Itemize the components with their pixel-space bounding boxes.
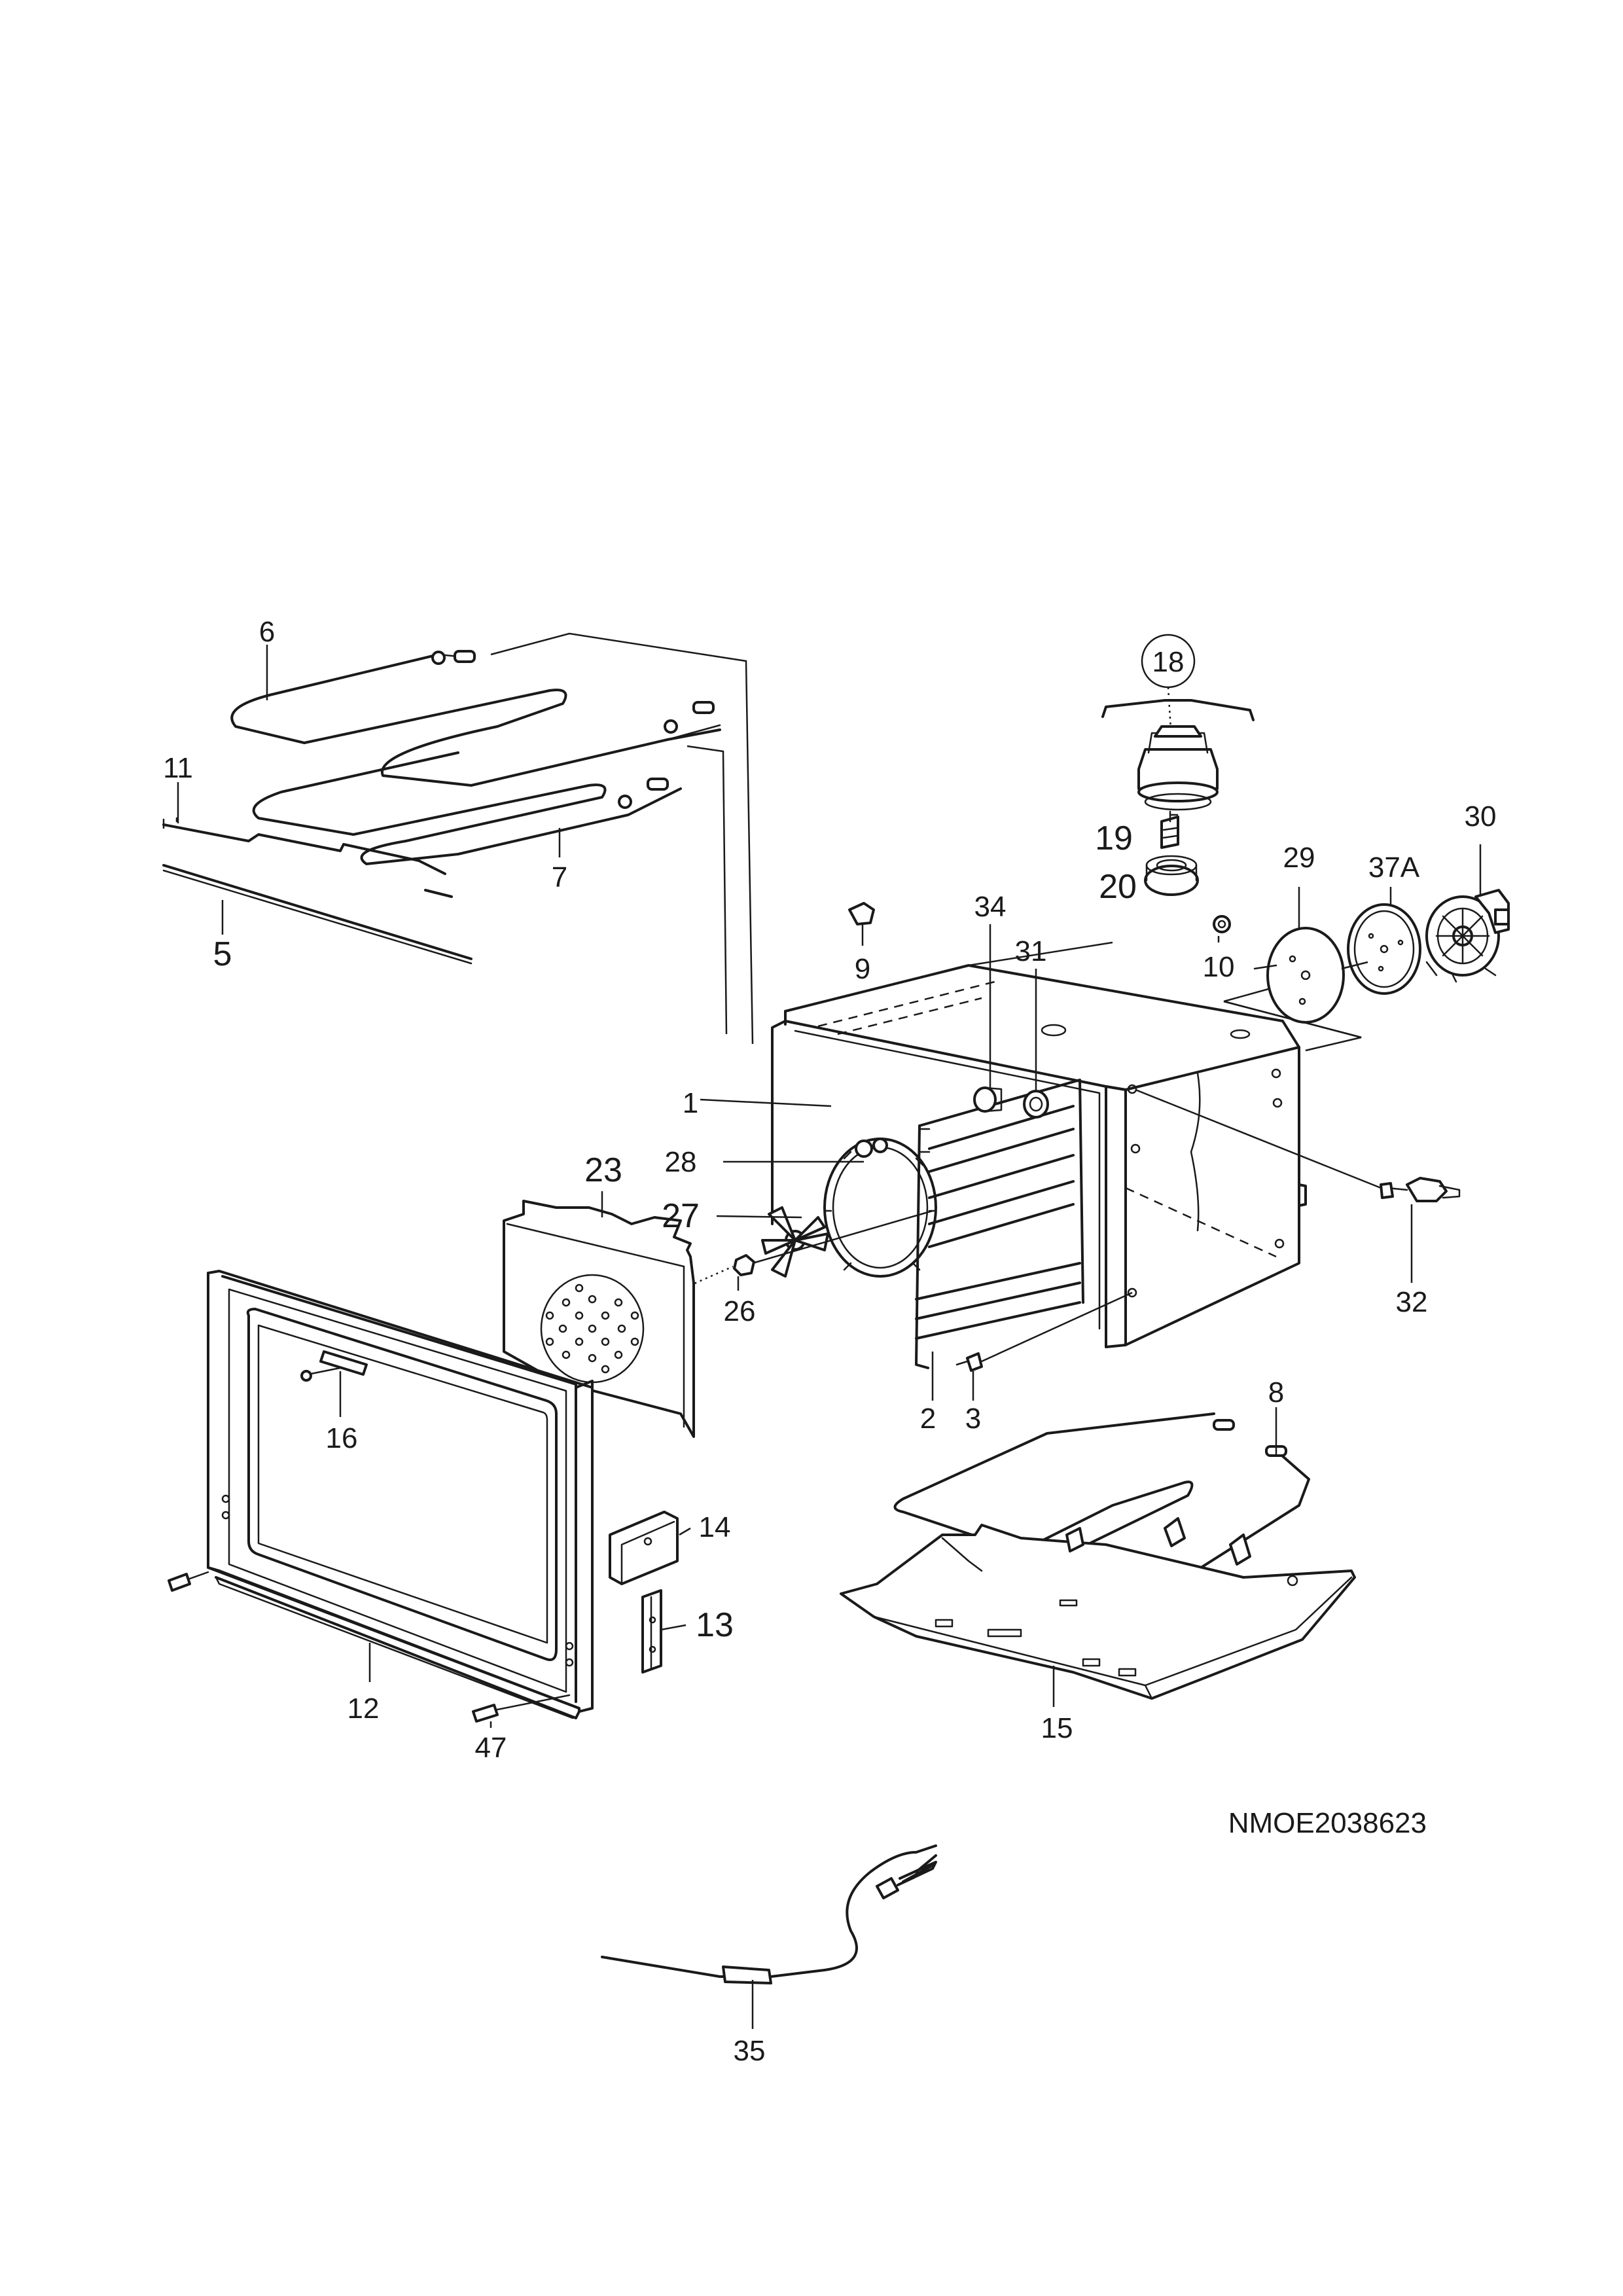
gasket-37a [1347, 903, 1421, 995]
fan-motor-30 [1425, 889, 1510, 983]
fan-ring-28 [823, 1138, 937, 1278]
rod-5 [162, 864, 473, 965]
callout-2: 2 [920, 1403, 936, 1435]
callout-5: 5 [213, 935, 232, 973]
bulb-19 [1160, 810, 1179, 849]
callout-35: 35 [734, 2035, 766, 2067]
clip-9 [848, 902, 875, 925]
lamp-glass-20 [1144, 855, 1199, 896]
callout-1: 1 [683, 1087, 698, 1119]
callout-15: 15 [1041, 1712, 1073, 1744]
callout-circle-18 [1141, 634, 1196, 689]
fan-blade-27 [761, 1206, 829, 1278]
sensor-32 [1380, 1177, 1461, 1202]
callout-14: 14 [699, 1511, 731, 1543]
callout-28: 28 [665, 1146, 697, 1178]
callout-26: 26 [724, 1295, 756, 1327]
callout-34: 34 [974, 891, 1007, 923]
callout-19: 19 [1095, 819, 1133, 857]
callout-8: 8 [1268, 1376, 1284, 1408]
screw-47 [472, 1694, 571, 1723]
mounting-plate-29 [1253, 927, 1345, 1024]
shelf-support-2 [915, 1079, 1084, 1369]
callout-23: 23 [584, 1151, 622, 1189]
callout-12: 12 [348, 1693, 380, 1725]
callout-6: 6 [259, 616, 275, 648]
callout-7: 7 [552, 861, 567, 893]
callout-20: 20 [1099, 868, 1137, 906]
hinge-16 [300, 1350, 368, 1382]
callout-3: 3 [965, 1403, 981, 1435]
screw-left-47 [168, 1571, 209, 1592]
washer-10 [1213, 915, 1231, 933]
callout-31: 31 [1015, 935, 1047, 967]
callout-labels: 6 11 7 5 9 10 34 31 18 19 20 29 37A 30 1… [163, 616, 1496, 2067]
callout-37a: 37A [1368, 852, 1420, 884]
oven-cavity-1 [771, 964, 1307, 1348]
callout-47: 47 [475, 1732, 507, 1764]
nut-26 [733, 1254, 755, 1276]
bracket-13 [641, 1589, 662, 1674]
meat-probe-35 [601, 1844, 937, 1984]
clip-3 [955, 1352, 983, 1372]
leader-lines [177, 645, 1482, 2029]
upper-grill-element-6 [230, 650, 721, 787]
callout-18: 18 [1152, 646, 1185, 678]
lower-grill-element-7 [252, 751, 682, 865]
callout-10: 10 [1203, 951, 1235, 983]
callout-9: 9 [855, 953, 870, 985]
bushing-31 [1023, 1090, 1049, 1119]
bracket-14 [609, 1511, 679, 1585]
lamp-assembly-18 [1101, 687, 1255, 811]
callout-13: 13 [696, 1606, 734, 1644]
shelf-rail-11 [162, 817, 453, 898]
drawing-code: NMOE2038623 [1228, 1807, 1427, 1839]
callout-27: 27 [662, 1197, 700, 1235]
callout-30: 30 [1465, 800, 1497, 833]
bushing-34 [973, 1086, 1003, 1113]
callout-16: 16 [326, 1422, 358, 1454]
callout-11: 11 [163, 752, 193, 784]
bottom-panel-15 [840, 1517, 1356, 1700]
fan-cover-holes [545, 1283, 639, 1374]
callout-29: 29 [1283, 842, 1315, 874]
callout-32: 32 [1396, 1286, 1428, 1318]
